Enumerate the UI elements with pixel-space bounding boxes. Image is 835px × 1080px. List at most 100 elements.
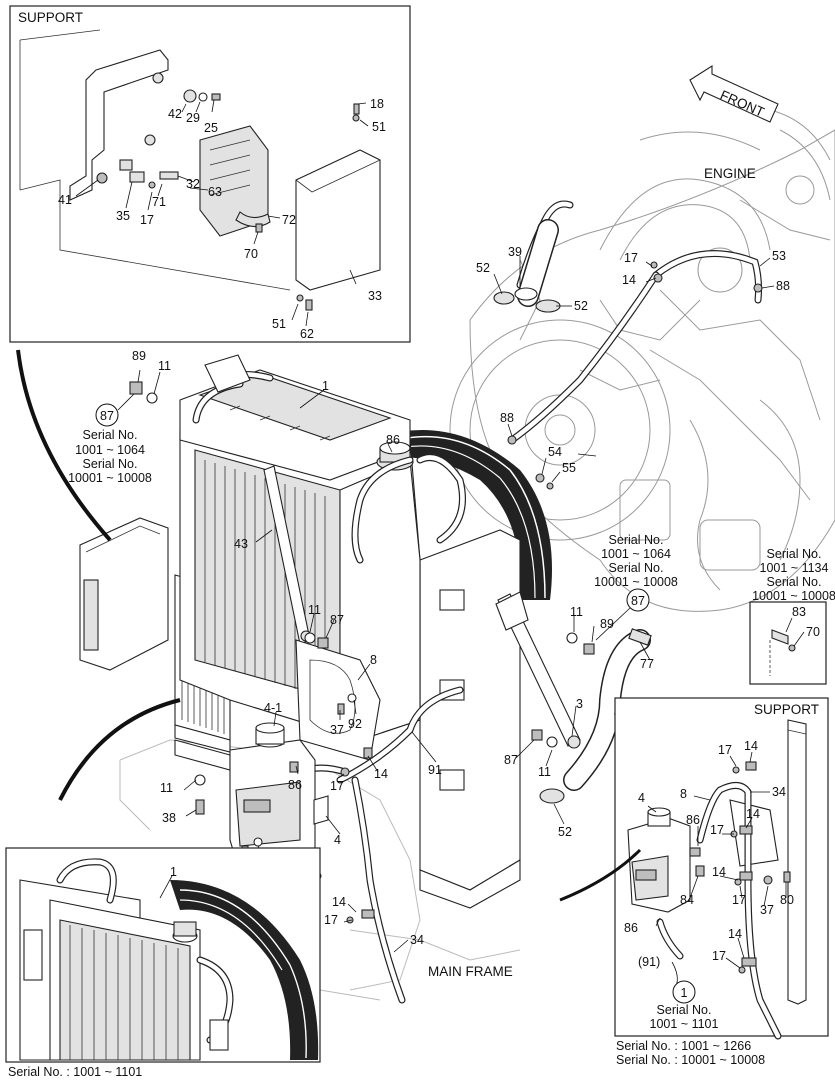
part-72: 72 <box>282 213 296 227</box>
serial-right-4: 10001 ~ 10008 <box>752 589 835 603</box>
part-4-1: 4-1 <box>264 701 282 715</box>
serial-mid-3: Serial No. <box>609 561 664 575</box>
right-panel-leaders <box>647 751 787 969</box>
support-top-panel: SUPPORT <box>9 5 411 343</box>
inset-bottom-left: 1 <box>5 847 321 1063</box>
serial-c1-2: 1001 ~ 1101 <box>650 1017 719 1031</box>
part-52a: 52 <box>476 261 490 275</box>
callout-87-left: 87 Serial No. 1001 ~ 1064 Serial No. 100… <box>68 393 152 485</box>
part-86r2: 86 <box>624 921 638 935</box>
part-35: 35 <box>116 209 130 223</box>
part-86r1: 86 <box>686 813 700 827</box>
part-54: 54 <box>548 445 562 459</box>
part-17b: 17 <box>330 779 344 793</box>
part-8-right: 8 <box>680 787 687 801</box>
part-32: 32 <box>186 177 200 191</box>
serial-left-4: 10001 ~ 10008 <box>68 471 152 485</box>
part-41: 41 <box>58 193 72 207</box>
part-83: 83 <box>792 605 806 619</box>
top-panel-labels: 42 29 25 18 51 32 63 71 41 35 17 72 70 3… <box>58 97 386 341</box>
part-14r3: 14 <box>712 865 726 879</box>
part-52c: 52 <box>558 825 572 839</box>
part-87a: 87 <box>330 613 344 627</box>
part-43: 43 <box>234 537 248 551</box>
part-62: 62 <box>300 327 314 341</box>
part-11b: 11 <box>308 603 321 617</box>
serial-bottom-right-2: Serial No. : 10001 ~ 10008 <box>616 1053 765 1067</box>
part-88a: 88 <box>776 279 790 293</box>
part-84: 84 <box>680 893 694 907</box>
part-37a: 37 <box>330 723 344 737</box>
part-17r3: 17 <box>732 893 746 907</box>
part-8: 8 <box>370 653 377 667</box>
radiator-assembly <box>79 354 581 909</box>
part-80: 80 <box>780 893 794 907</box>
main-leaders <box>137 256 775 953</box>
part-37r: 37 <box>760 903 774 917</box>
part-17c: 17 <box>324 913 338 927</box>
part-55: 55 <box>562 461 576 475</box>
part-14r1: 14 <box>744 739 758 753</box>
serial-right: Serial No. 1001 ~ 1134 Serial No. 10001 … <box>749 547 835 685</box>
part-34b: 34 <box>772 785 786 799</box>
part-88b: 88 <box>500 411 514 425</box>
right-panel-labels: 17 14 8 34 4 86 17 14 14 84 17 37 80 86 … <box>624 739 794 1031</box>
callout-87-left-text: 87 <box>100 409 114 423</box>
part-52b: 52 <box>574 299 588 313</box>
part-1-main: 1 <box>322 379 329 393</box>
part-53: 53 <box>772 249 786 263</box>
part-33: 33 <box>368 289 382 303</box>
hoses <box>286 200 763 1004</box>
part-71: 71 <box>152 195 166 209</box>
part-17r1: 17 <box>718 743 732 757</box>
part-51a: 51 <box>372 120 386 134</box>
part-17d: 17 <box>624 251 638 265</box>
engine-assembly <box>449 109 835 612</box>
callout-1-right: 1 <box>681 986 688 1000</box>
part-14r2: 14 <box>746 807 760 821</box>
serial-mid-1: Serial No. <box>609 533 664 547</box>
part-11e: 11 <box>538 765 551 779</box>
part-38: 38 <box>162 811 176 825</box>
part-77: 77 <box>640 657 654 671</box>
serial-right-2: 1001 ~ 1134 <box>760 561 829 575</box>
part-70a: 70 <box>244 247 258 261</box>
part-4-right: 4 <box>638 791 645 805</box>
part-86b: 86 <box>288 778 302 792</box>
part-29: 29 <box>186 111 200 125</box>
part-91: 91 <box>428 763 442 777</box>
serial-mid: Serial No. 1001 ~ 1064 Serial No. 10001 … <box>594 533 678 641</box>
part-14a: 14 <box>374 767 388 781</box>
part-39: 39 <box>508 245 522 259</box>
support-right-label: SUPPORT <box>754 702 819 717</box>
part-4: 4 <box>334 833 341 847</box>
callout-91-right: (91) <box>638 955 660 969</box>
engine-label: ENGINE <box>704 166 756 181</box>
top-panel-leaders <box>75 99 369 327</box>
part-11a: 11 <box>158 359 171 373</box>
serial-left-2: 1001 ~ 1064 <box>75 443 145 457</box>
part-18: 18 <box>370 97 384 111</box>
part-14b: 14 <box>332 895 346 909</box>
part-11d: 11 <box>570 605 583 619</box>
callout-87-mid-text: 87 <box>631 594 645 608</box>
serial-left-1: Serial No. <box>83 428 138 442</box>
part-17a: 17 <box>140 213 154 227</box>
part-14r4: 14 <box>728 927 742 941</box>
part-1-inset: 1 <box>170 865 177 879</box>
part-14c: 14 <box>622 273 636 287</box>
part-70b: 70 <box>806 625 820 639</box>
part-89b: 89 <box>600 617 614 631</box>
main-frame-label: MAIN FRAME <box>428 964 513 979</box>
part-42: 42 <box>168 107 182 121</box>
serial-mid-2: 1001 ~ 1064 <box>601 547 671 561</box>
support-top-label: SUPPORT <box>18 10 83 25</box>
part-17r4: 17 <box>712 949 726 963</box>
serial-c1-1: Serial No. <box>657 1003 712 1017</box>
serial-mid-4: 10001 ~ 10008 <box>594 575 678 589</box>
part-89a: 89 <box>132 349 146 363</box>
part-25: 25 <box>204 121 218 135</box>
part-3: 3 <box>576 697 583 711</box>
serial-left-3: Serial No. <box>83 457 138 471</box>
